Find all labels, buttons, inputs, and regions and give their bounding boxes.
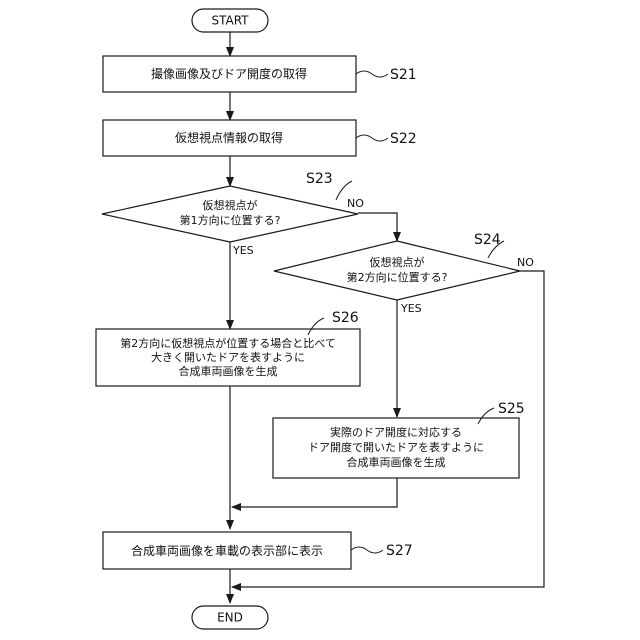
decision-s24-no-label: NO — [517, 256, 534, 269]
step-s22-leader — [356, 135, 388, 141]
step-s26: 第2方向に仮想視点が位置する場合と比べて 大きく開いたドアを表すように 合成車両… — [96, 310, 360, 386]
step-s21-leader — [356, 71, 388, 77]
step-s25-line-1: 実際のドア開度に対応する — [330, 425, 462, 439]
decision-s24: 仮想視点が 第2方向に位置する? S24 NO YES — [274, 232, 534, 315]
step-s22-text: 仮想視点情報の取得 — [175, 130, 283, 145]
decision-s23-no-label: NO — [347, 197, 364, 210]
step-s21-text: 撮像画像及びドア開度の取得 — [151, 66, 307, 81]
step-s25-line-2: ドア開度で開いたドアを表すように — [308, 440, 484, 454]
step-s25-line-3: 合成車両画像を生成 — [347, 455, 446, 469]
step-s26-line-3: 合成車両画像を生成 — [179, 364, 278, 378]
step-s27-label: S27 — [386, 543, 413, 559]
edge-s25-merge — [232, 478, 397, 507]
end-label: END — [217, 611, 243, 625]
step-s26-line-1: 第2方向に仮想視点が位置する場合と比べて — [120, 336, 336, 350]
step-s27: 合成車両画像を車載の表示部に表示 S27 — [103, 532, 413, 569]
decision-s23: 仮想視点が 第1方向に位置する? S23 NO YES — [102, 171, 364, 257]
decision-s24-label: S24 — [474, 232, 501, 248]
decision-s23-label: S23 — [306, 171, 333, 187]
step-s22-label: S22 — [390, 131, 417, 147]
edge-s23-no-s24 — [358, 213, 397, 241]
step-s27-leader — [351, 547, 383, 553]
start-label: START — [211, 14, 249, 28]
decision-s23-line-1: 仮想視点が — [203, 198, 258, 212]
step-s25-label: S25 — [498, 401, 525, 417]
step-s21: 撮像画像及びドア開度の取得 S21 — [103, 56, 417, 92]
decision-s24-yes-label: YES — [400, 302, 422, 315]
start-terminal: START — [192, 9, 268, 32]
connectors — [230, 32, 544, 603]
step-s27-text: 合成車両画像を車載の表示部に表示 — [131, 543, 323, 558]
step-s25: 実際のドア開度に対応する ドア開度で開いたドアを表すように 合成車両画像を生成 … — [273, 401, 525, 478]
decision-s23-line-2: 第1方向に位置する? — [180, 213, 281, 227]
step-s21-label: S21 — [390, 67, 417, 83]
step-s26-label: S26 — [332, 310, 359, 326]
decision-s23-yes-label: YES — [232, 244, 254, 257]
decision-s24-line-2: 第2方向に位置する? — [347, 270, 448, 284]
end-terminal: END — [192, 606, 268, 629]
step-s26-line-2: 大きく開いたドアを表すように — [151, 350, 305, 364]
step-s22: 仮想視点情報の取得 S22 — [103, 120, 417, 156]
decision-s24-line-1: 仮想視点が — [370, 255, 425, 269]
